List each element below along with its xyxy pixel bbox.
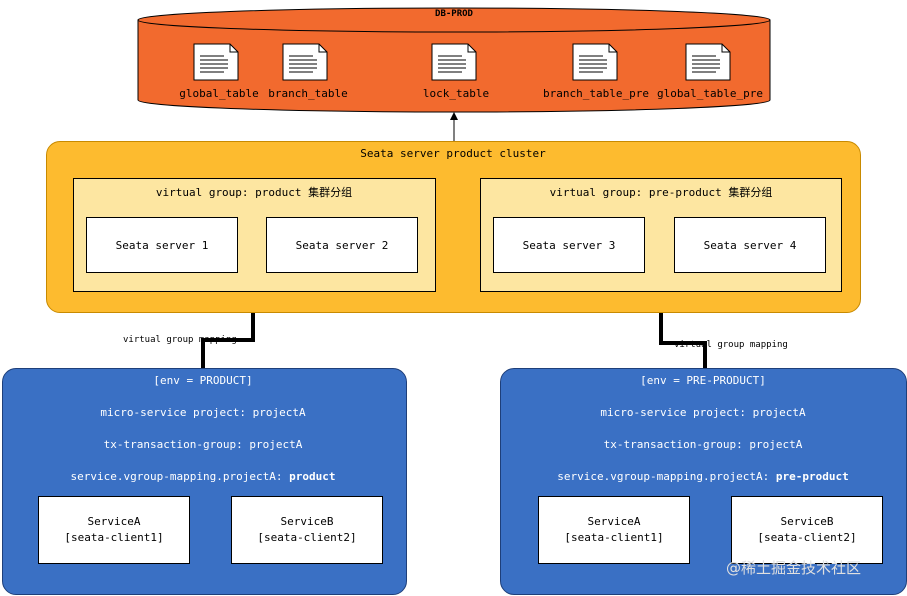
vgroup-value: product: [289, 470, 336, 483]
service-name: ServiceB: [280, 515, 334, 528]
table-label: lock_table: [422, 87, 490, 100]
table-icon: [431, 43, 477, 81]
server-label: Seata server 3: [522, 238, 616, 252]
service-client: [seata-client1]: [64, 531, 164, 544]
service-box: ServiceB [seata-client2]: [731, 496, 883, 564]
service-name: ServiceA: [587, 515, 641, 528]
seata-server: Seata server 4: [674, 217, 826, 273]
seata-server: Seata server 2: [266, 217, 418, 273]
vgroup-key: service.vgroup-mapping.projectA:: [70, 470, 283, 483]
table-label: branch_table_pre: [543, 87, 649, 100]
mapping-label: virtual group mapping: [123, 335, 237, 345]
virtual-group-label: virtual group: product 集群分组: [155, 186, 353, 199]
table-icon: [282, 43, 328, 81]
service-client: [seata-client1]: [564, 531, 664, 544]
env-vgroup-mapping: service.vgroup-mapping.projectA: product: [71, 470, 336, 483]
service-client: [seata-client2]: [257, 531, 357, 544]
table-icon: [193, 43, 239, 81]
table-label: global_table: [179, 87, 259, 100]
table-label: branch_table: [268, 87, 348, 100]
server-label: Seata server 2: [295, 238, 389, 252]
service-box: ServiceA [seata-client1]: [38, 496, 190, 564]
table-icon: [685, 43, 731, 81]
env-title: [env = PRODUCT]: [153, 374, 253, 387]
watermark: @稀土掘金技术社区: [726, 559, 862, 577]
env-project: micro-service project: projectA: [100, 406, 306, 419]
table-icon: [572, 43, 618, 81]
cluster-to-db-arrowhead: [450, 112, 458, 120]
env-project: micro-service project: projectA: [600, 406, 806, 419]
server-label: Seata server 1: [115, 238, 209, 252]
vgroup-key: service.vgroup-mapping.projectA:: [557, 470, 770, 483]
left-mapping-arrow: [201, 300, 255, 368]
seata-server: Seata server 3: [493, 217, 645, 273]
service-box: ServiceB [seata-client2]: [231, 496, 383, 564]
cluster-title: Seata server product cluster: [360, 147, 546, 160]
database-cylinder-top: [137, 7, 771, 33]
env-tx-group: tx-transaction-group: projectA: [103, 438, 303, 451]
service-name: ServiceB: [780, 515, 834, 528]
seata-server: Seata server 1: [86, 217, 238, 273]
server-label: Seata server 4: [703, 238, 797, 252]
right-mapping-arrow: [659, 302, 707, 368]
mapping-label: virtual group mapping: [674, 340, 788, 350]
env-title: [env = PRE-PRODUCT]: [640, 374, 766, 387]
service-client: [seata-client2]: [757, 531, 857, 544]
env-tx-group: tx-transaction-group: projectA: [603, 438, 803, 451]
table-label: global_table_pre: [657, 87, 763, 100]
virtual-group-label: virtual group: pre-product 集群分组: [549, 186, 773, 199]
env-vgroup-mapping: service.vgroup-mapping.projectA: pre-pro…: [557, 470, 848, 483]
service-box: ServiceA [seata-client1]: [538, 496, 690, 564]
service-name: ServiceA: [87, 515, 141, 528]
vgroup-value: pre-product: [775, 470, 849, 483]
database-title: DB-PROD: [435, 9, 473, 19]
